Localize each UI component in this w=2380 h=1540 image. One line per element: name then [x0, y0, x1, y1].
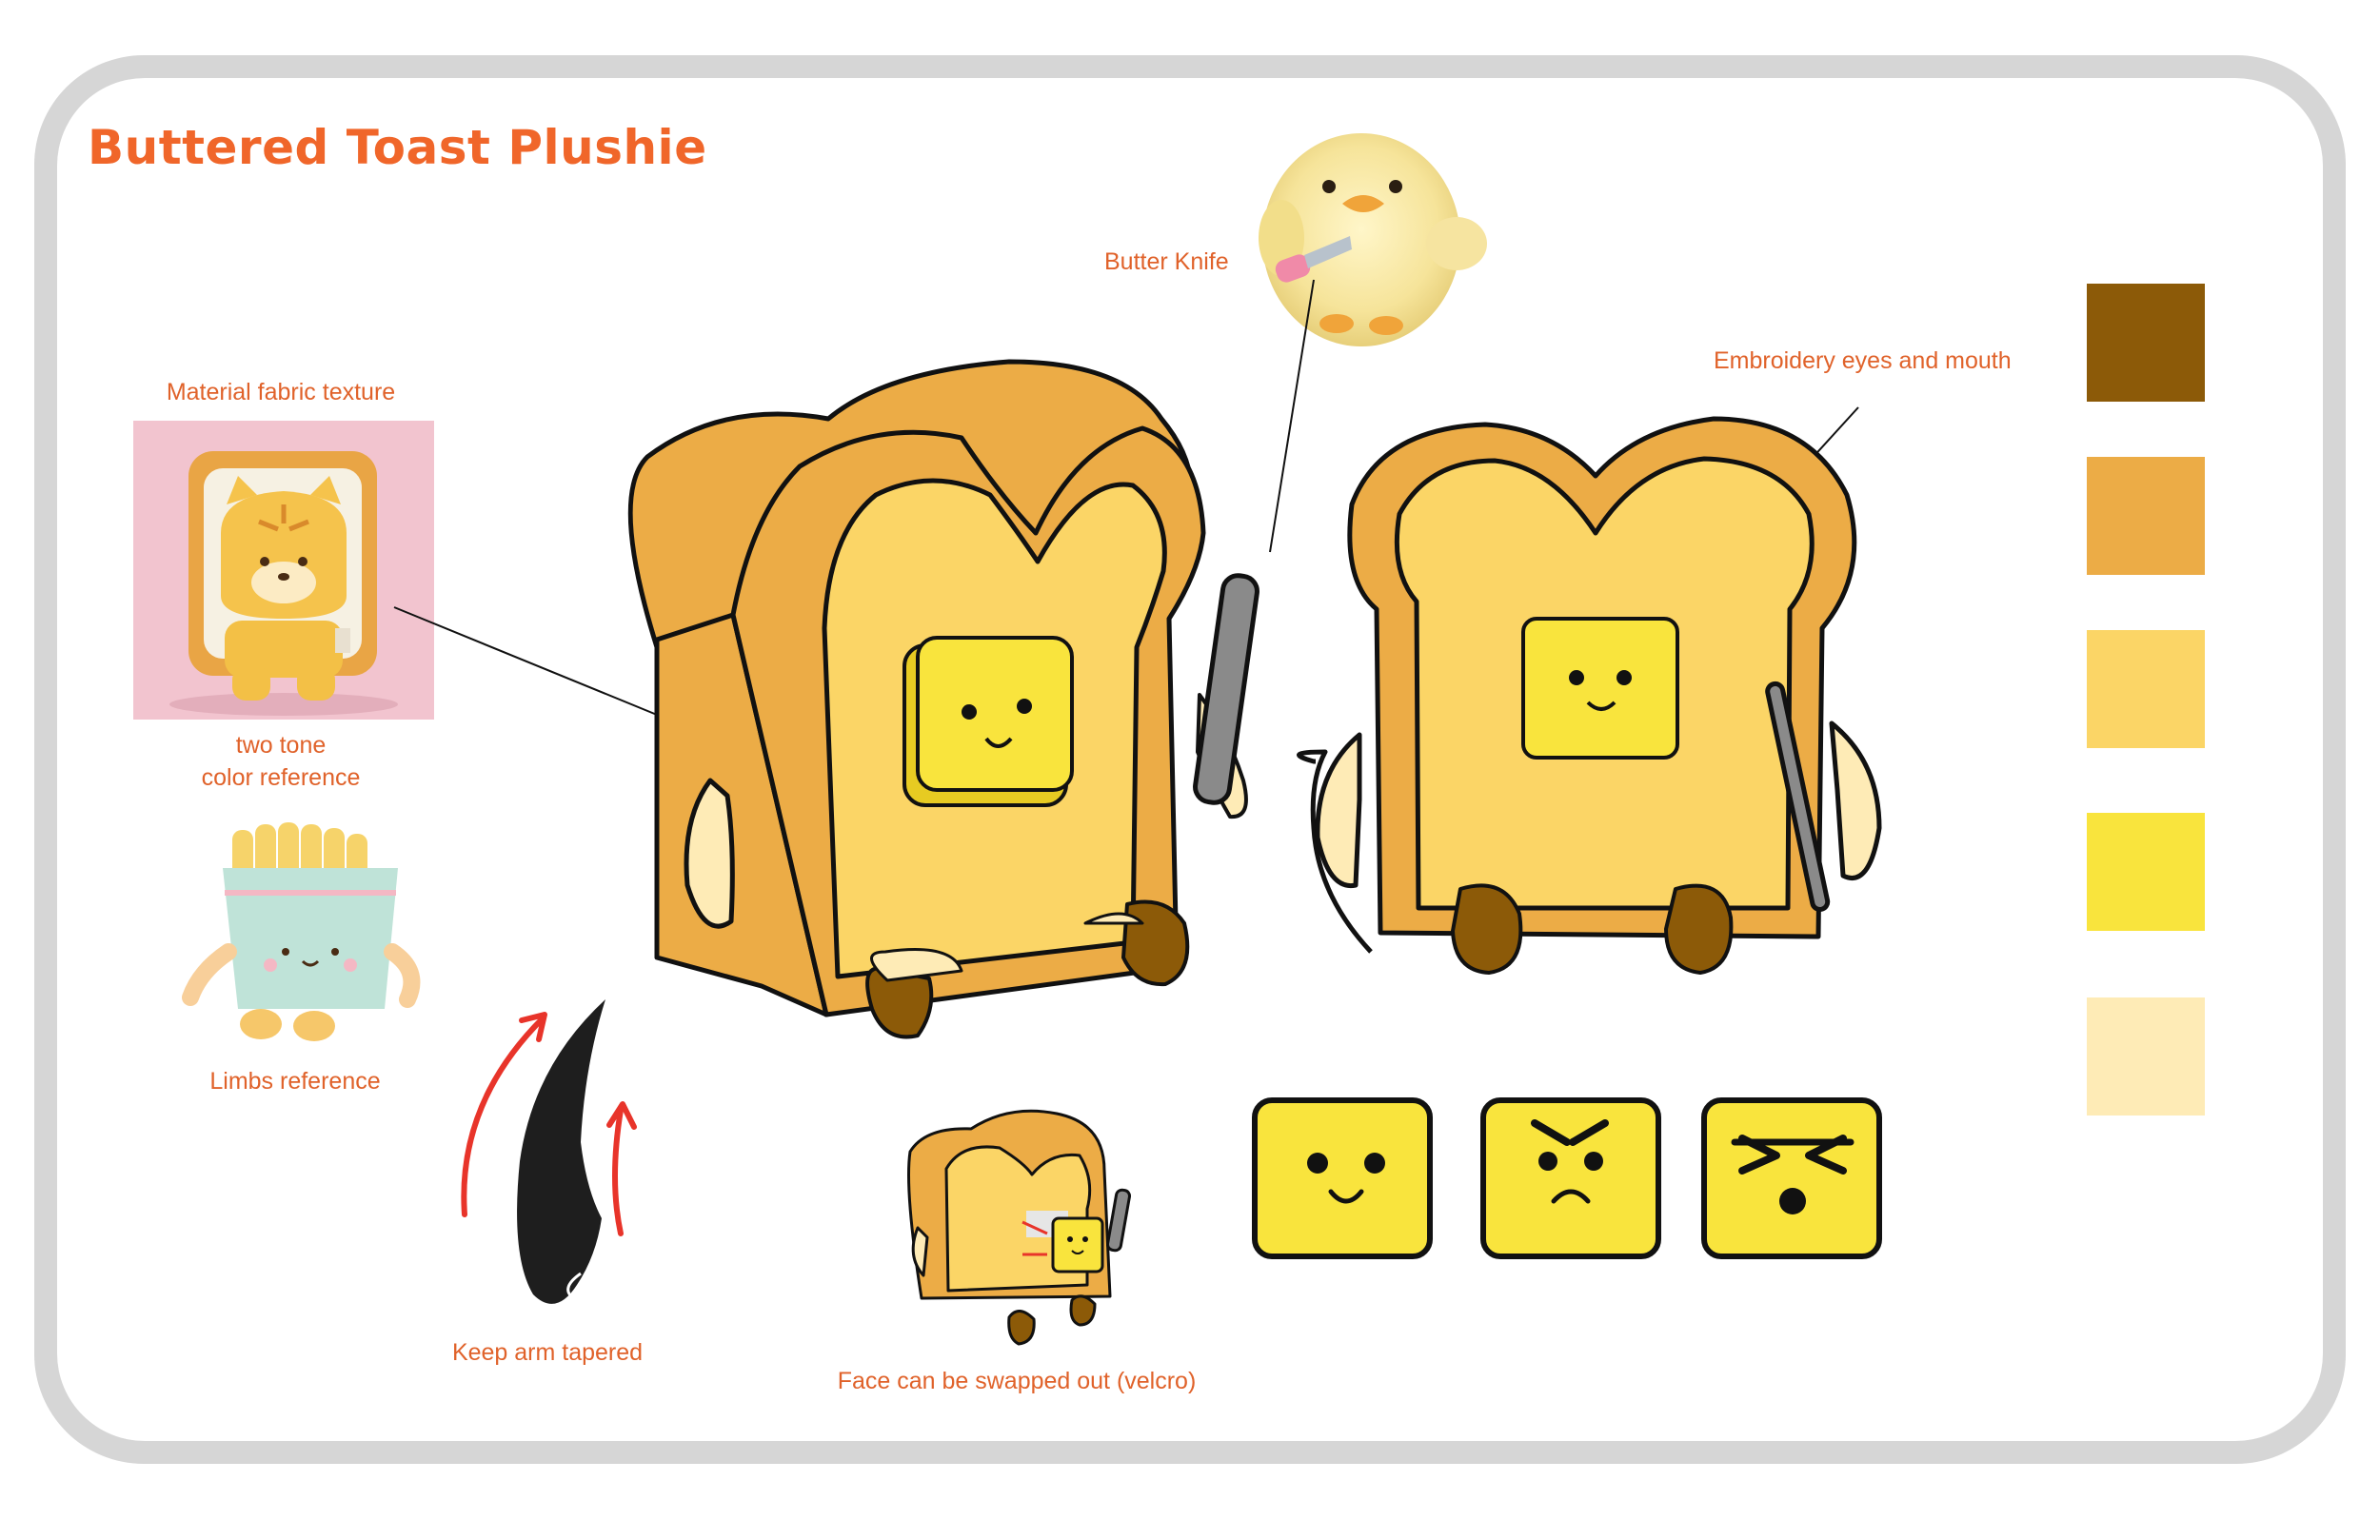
- expression-tile-happy: [1252, 1097, 1433, 1259]
- butter-knife-reference-photo: [1259, 133, 1487, 346]
- toast-front-view: [1297, 416, 1882, 975]
- arm-taper-sketch: [461, 999, 637, 1304]
- face-swap-mini-toast: [907, 1109, 1131, 1346]
- color-swatch-crust: [2087, 457, 2205, 575]
- label-embroidery: Embroidery eyes and mouth: [1714, 347, 2012, 374]
- limbs-reference-photo: [182, 822, 421, 1041]
- material-reference-photo: [133, 421, 434, 720]
- label-butter-knife: Butter Knife: [1104, 248, 1229, 275]
- color-swatch-dark-brown: [2087, 284, 2205, 402]
- page-title: Buttered Toast Plushie: [88, 120, 707, 175]
- color-swatch-bread: [2087, 630, 2205, 748]
- expression-tile-squint: [1701, 1097, 1882, 1259]
- label-color-reference: color reference: [201, 764, 361, 791]
- sheet-card: [57, 78, 2323, 1441]
- label-material-fabric: Material fabric texture: [166, 379, 396, 405]
- color-swatch-cream: [2087, 997, 2205, 1116]
- label-face-swap: Face can be swapped out (velcro): [837, 1368, 1197, 1394]
- label-keep-arm-tapered: Keep arm tapered: [451, 1339, 644, 1366]
- expression-tile-angry: [1480, 1097, 1661, 1259]
- color-swatch-butter: [2087, 813, 2205, 931]
- label-two-tone: two tone: [235, 732, 327, 759]
- toast-three-quarter-view: [627, 359, 1259, 1039]
- label-limbs-reference: Limbs reference: [209, 1068, 381, 1095]
